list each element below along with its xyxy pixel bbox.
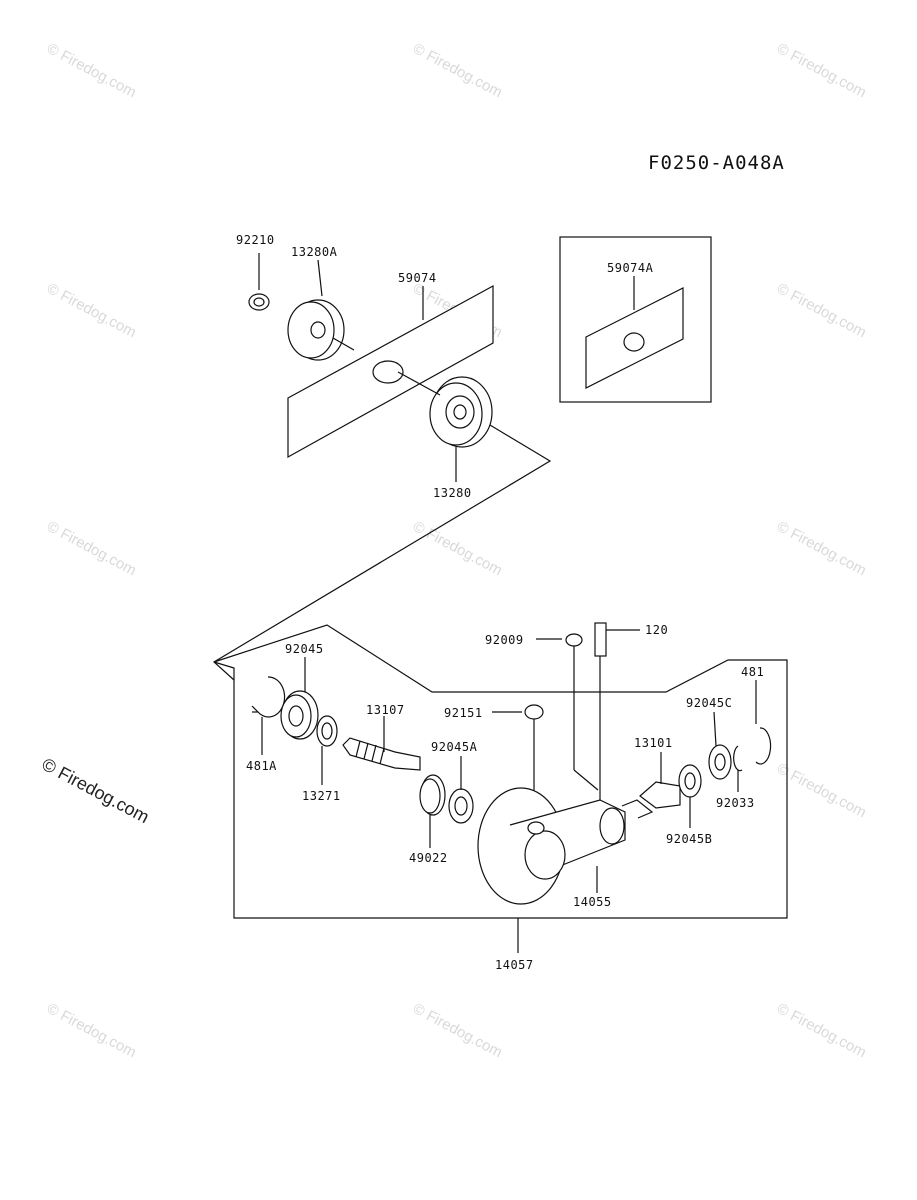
nut-92210 (248, 253, 270, 311)
part-label-13280A: 13280A (291, 245, 338, 259)
part-label-13107: 13107 (366, 703, 405, 717)
part-label-92009: 92009 (485, 633, 524, 647)
part-label-49022: 49022 (409, 851, 448, 865)
part-label-92151: 92151 (444, 706, 483, 720)
blade-59074 (287, 284, 494, 459)
assembly-link-line (212, 424, 552, 681)
part-label-14055: 14055 (573, 895, 612, 909)
part-label-14057: 14057 (495, 958, 534, 972)
inset-frame-59074A (559, 236, 712, 403)
part-label-13271: 13271 (302, 789, 341, 803)
part-label-92210: 92210 (236, 233, 275, 247)
blade-59074A (585, 287, 684, 389)
part-label-481A: 481A (246, 759, 277, 773)
figure-code: F0250-A048A (648, 152, 785, 174)
holder-13280A (287, 259, 355, 361)
part-label-13101: 13101 (634, 736, 673, 750)
pinion-13101 (621, 752, 681, 819)
part-label-120: 120 (645, 623, 669, 637)
bolt-120 (594, 622, 640, 800)
bearing-92045C (708, 711, 732, 780)
part-label-92045C: 92045C (686, 696, 733, 710)
assembly-outline-14057 (213, 624, 788, 919)
shaft-13107 (342, 716, 421, 771)
bearing-92045 (280, 657, 319, 740)
part-label-92045: 92045 (285, 642, 324, 656)
bearing-92045A (448, 756, 474, 824)
screw-92009 (536, 633, 599, 791)
blade-center-hole (372, 360, 404, 384)
part-label-92045A: 92045A (431, 740, 478, 754)
circlip-481 (755, 680, 772, 765)
part-label-59074A: 59074A (607, 261, 654, 275)
washer-13271 (316, 715, 338, 785)
part-label-59074: 59074 (398, 271, 437, 285)
bearing-92045B (678, 764, 702, 828)
circlip-481A (251, 676, 286, 718)
gear-49022 (419, 774, 446, 848)
circlip-92033 (733, 745, 743, 792)
part-label-13280: 13280 (433, 486, 472, 500)
holder-13280 (397, 371, 493, 482)
gear-case-14055 (477, 787, 626, 905)
part-label-92033: 92033 (716, 796, 755, 810)
part-label-481: 481 (741, 665, 765, 679)
part-label-92045B: 92045B (666, 832, 713, 846)
